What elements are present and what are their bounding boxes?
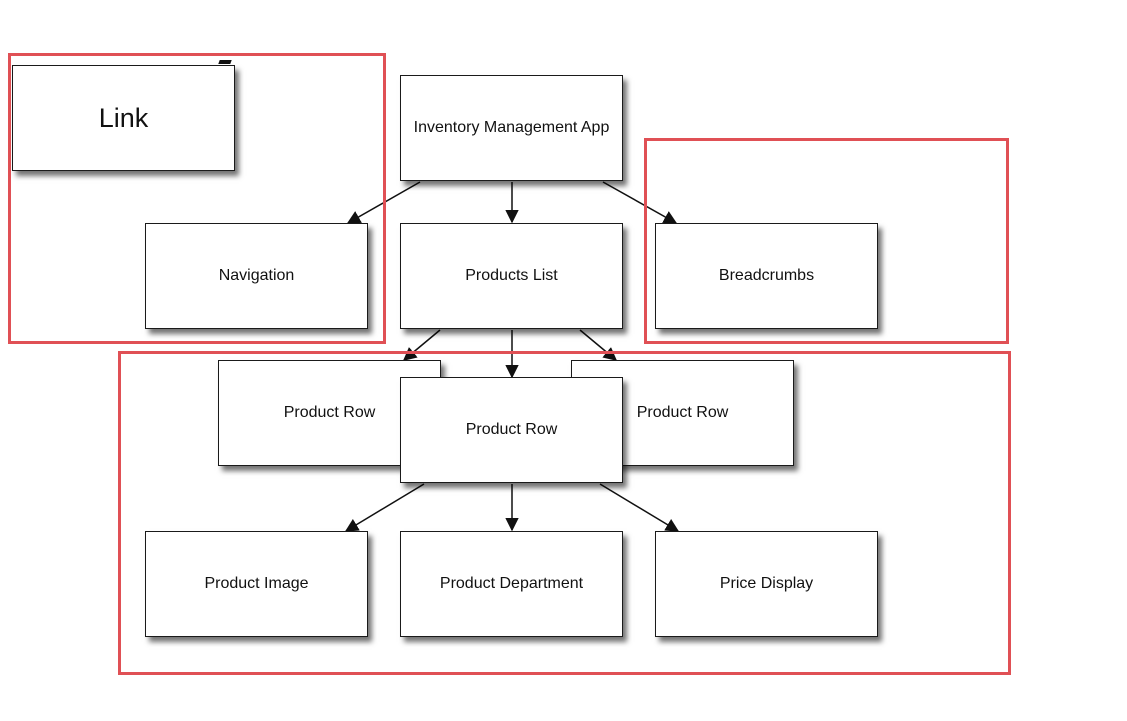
node-inventory-management-app: Inventory Management App <box>400 75 623 181</box>
edge-row-to-price <box>599 483 680 532</box>
node-product-row-center: Product Row <box>400 377 623 483</box>
highlight-region-product-rows <box>118 351 1011 675</box>
edge-row-to-image <box>344 483 425 532</box>
node-link: Link <box>12 65 235 171</box>
edge-list-to-row-right <box>579 329 618 361</box>
highlight-region-navigation <box>8 53 386 344</box>
edge-app-to-breadcrumbs <box>602 181 678 224</box>
node-products-list: Products List <box>400 223 623 329</box>
node-price-display: Price Display <box>655 531 878 637</box>
node-product-department: Product Department <box>400 531 623 637</box>
tick-mark <box>218 60 232 64</box>
node-breadcrumbs: Breadcrumbs <box>655 223 878 329</box>
edge-list-to-row-left <box>402 329 441 361</box>
node-product-image: Product Image <box>145 531 368 637</box>
node-navigation: Navigation <box>145 223 368 329</box>
highlight-region-breadcrumbs <box>644 138 1009 344</box>
